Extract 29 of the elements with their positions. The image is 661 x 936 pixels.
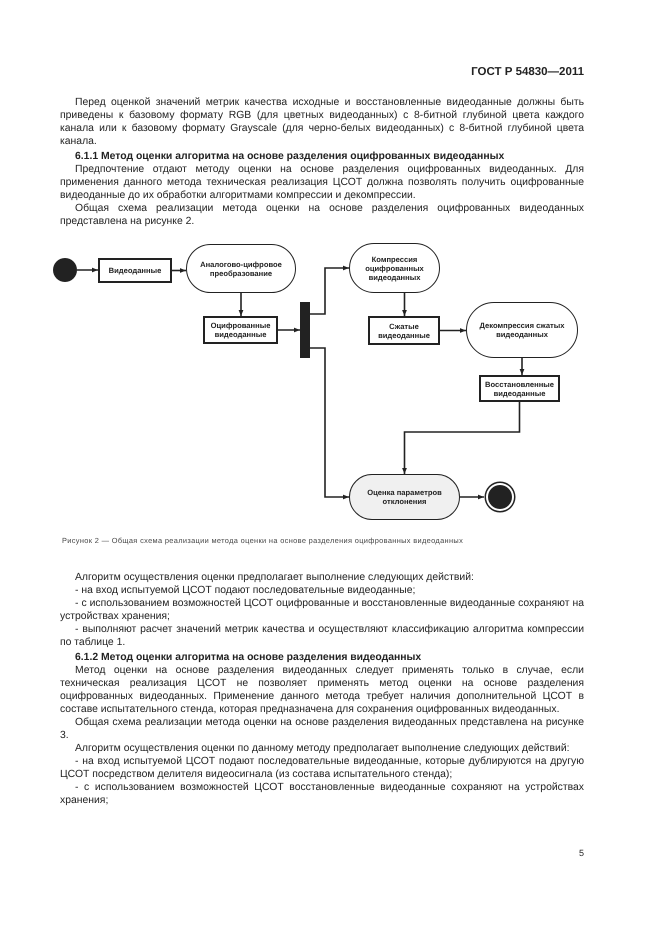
arrow [172, 268, 186, 273]
arrow [77, 268, 98, 272]
paragraph: Метод оценки на основе разделения видеоданных следует применять только в случае, если техническая реализация ЦСОТ не позволяет применять метод оценки на основе разделения оцифрованных видеоданных. Применение данного метода требует наличия дополнительной ЦСОТ в составе испытательного стенда, которая предназначена для сохранения оцифрованных видеоданных. [60, 664, 584, 716]
paragraph: Предпочтение отдают методу оценки на основе разделения оцифрованных видеоданных. Для применения данного метода техническая реализация ЦСОТ должна позволять получить оцифрованные видеоданные до их обработки алгоритмами компрессии и декомпрессии. [60, 163, 584, 202]
page-number: 5 [578, 848, 584, 858]
end-node [488, 485, 512, 509]
page-header: ГОСТ Р 54830—2011 [471, 66, 584, 78]
section-heading: 6.1.1 Метод оценки алгоритма на основе разделения оцифрованных видеоданных [74, 150, 506, 163]
arrow [278, 328, 300, 332]
arrow [310, 347, 349, 500]
paragraph: Перед оценкой значений метрик качества исходные и восстановленные видеоданные должны быть приведены к базовому формату RGB (для цветных видеоданных) с 8-битной глубиной цвета каждого канала или к базовому формату Grayscale (для черно-белых видеоданных) с 8-битной глубиной цвета канала. [60, 96, 584, 148]
paragraph: - с использованием возможностей ЦСОТ оцифрованные и восстановленные видеоданные сохраняют на устройствах хранения; [60, 597, 584, 623]
arrow [520, 358, 524, 375]
fork-bar [300, 302, 310, 358]
paragraph: Алгоритм осуществления оценки по данному методу предполагает выполнение следующих действий: [74, 742, 571, 755]
arrow [440, 328, 466, 333]
paragraph: - на вход испытуемой ЦСОТ подают последовательные видеоданные; [74, 584, 416, 597]
arrow [402, 402, 520, 474]
paragraph: Общая схема реализации метода оценки на основе разделения оцифрованных видеоданных представлена на рисунке 2. [60, 202, 584, 228]
paragraph: Общая схема реализации метода оценки на основе разделения видеоданных представлена на рисунке 3. [60, 716, 584, 742]
paragraph: - с использованием возможностей ЦСОТ восстановленные видеоданные сохраняют на устройствах хранения; [60, 781, 584, 807]
arrow [310, 266, 349, 315]
paragraph: - выполняют расчет значений метрик качества и осуществляют классификацию алгоритма компрессии по таблице 1. [60, 623, 584, 649]
paragraph: - на вход испытуемой ЦСОТ подают последовательные видеоданные, которые дублируются на другую ЦСОТ посредством делителя видеосигнала (из состава испытательного стенда); [60, 755, 584, 781]
start-node [53, 258, 77, 282]
paragraph: Алгоритм осуществления оценки предполагает выполнение следующих действий: [74, 571, 475, 584]
section-heading: 6.1.2 Метод оценки алгоритма на основе разделения видеоданных [74, 651, 422, 664]
arrow [402, 293, 407, 316]
arrow [238, 293, 244, 316]
